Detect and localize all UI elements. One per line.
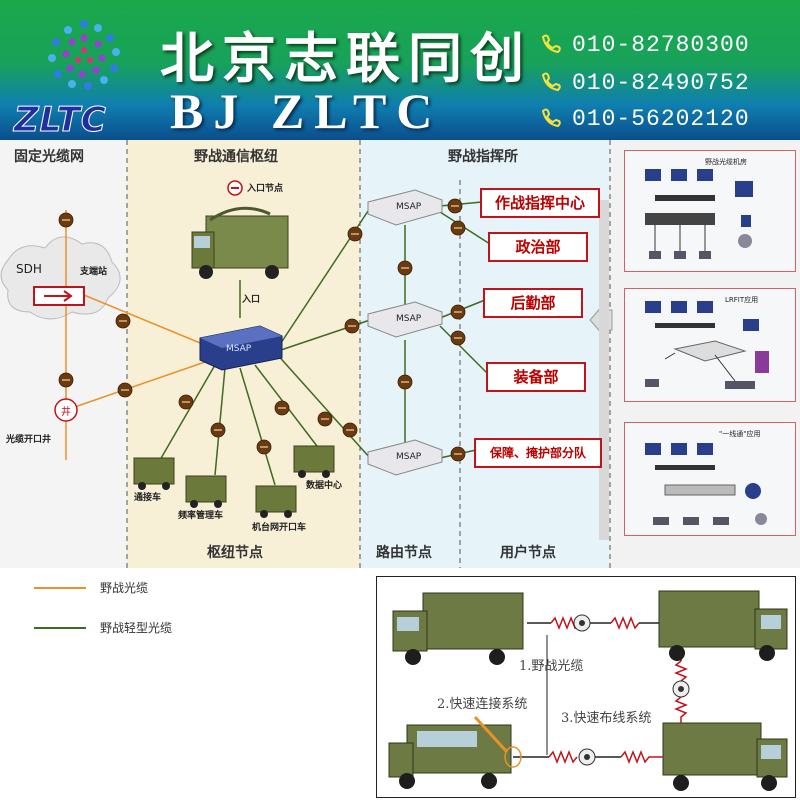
phone-number: 010-82490752 <box>572 70 750 96</box>
inset-label-quick-connect: 2.快速连接系统 <box>437 697 528 712</box>
company-name-cn: 北京志联同创 <box>160 26 532 90</box>
well-label: 光缆开口井 <box>6 435 52 445</box>
phone-number: 010-82780300 <box>572 32 750 58</box>
legend-swatch-light-fiber <box>34 627 86 629</box>
well-symbol: 井 <box>61 407 71 418</box>
zone-fixed <box>0 140 127 568</box>
phone-icon <box>540 33 562 54</box>
panel-title: 野战光缆机房 <box>705 158 747 166</box>
legend-label-fiber: 野战光缆 <box>100 581 149 595</box>
zone-title-fixed: 固定光缆网 <box>14 149 84 165</box>
panel-one-line: "一线通"应用 <box>624 422 796 536</box>
equipment-dept-box: 装备部 <box>486 362 586 392</box>
legend-label-light-fiber: 野战轻型光缆 <box>100 621 173 635</box>
command-center-box: 作战指挥中心 <box>480 188 600 218</box>
network-diagram: 固定光缆网 野战通信枢纽 野战指挥所 枢纽节点 路由节点 用户节点 SDH 支端… <box>0 140 800 570</box>
network-topology-icon <box>645 169 753 259</box>
inset-label-fiber: 1.野战光缆 <box>519 659 584 674</box>
company-name-en: BJ ZLTC <box>170 83 443 139</box>
phone-line-2: 010-82490752 <box>540 70 750 96</box>
panel-title: "一线通"应用 <box>719 430 761 438</box>
zone-footer-user: 用户节点 <box>500 545 556 561</box>
network-topology-icon <box>645 301 769 389</box>
network-topology-icon <box>645 443 767 525</box>
sdh-label: SDH <box>16 262 42 276</box>
branch-label: 支端站 <box>80 267 108 277</box>
phone-number: 010-56202120 <box>572 106 750 132</box>
entry-label: 入口 <box>242 295 261 305</box>
vehicle-label: 机台网开口车 <box>252 523 307 533</box>
header-banner: ZLTC 北京志联同创 BJ ZLTC 010-82780300 010-824… <box>0 0 800 141</box>
zone-title-hub: 野战通信枢纽 <box>194 149 278 165</box>
router-msap-label: MSAP <box>396 314 422 324</box>
zone-footer-route: 路由节点 <box>376 545 432 561</box>
logo-text: ZLTC <box>14 100 107 141</box>
zone-footer-hub: 枢纽节点 <box>207 545 263 561</box>
router-msap-label: MSAP <box>396 452 422 462</box>
truck-icon <box>191 206 289 279</box>
panel-lrfit: LRFIT应用 <box>624 288 796 402</box>
diagram-lines <box>0 140 613 568</box>
legend-swatch-fiber <box>34 587 86 589</box>
phone-icon <box>540 107 562 128</box>
panel-fiber-room: 野战光缆机房 <box>624 150 796 272</box>
vehicle-label: 通接车 <box>134 493 162 503</box>
router-msap-label: MSAP <box>396 202 422 212</box>
panel-title: LRFIT应用 <box>725 296 759 304</box>
vehicle-label: 数据中心 <box>306 481 343 491</box>
phone-line-3: 010-56202120 <box>540 106 750 132</box>
support-unit-box: 保障、掩护部分队 <box>474 438 602 468</box>
political-dept-box: 政治部 <box>488 232 588 262</box>
inset-label-quick-wiring: 3.快速布线系统 <box>561 711 652 726</box>
phone-icon <box>540 71 562 92</box>
zone-title-command: 野战指挥所 <box>448 149 518 165</box>
hub-msap-label: MSAP <box>226 344 252 354</box>
entry-node-label: 入口节点 <box>247 184 284 194</box>
company-logo-icon <box>48 20 120 90</box>
vehicle-label: 频率管理车 <box>178 511 224 521</box>
deployment-inset: 1.野战光缆 2.快速连接系统 3.快速布线系统 <box>376 576 796 798</box>
deployment-illustration <box>388 590 788 791</box>
phone-line-1: 010-82780300 <box>540 32 750 58</box>
logistics-dept-box: 后勤部 <box>483 288 583 318</box>
